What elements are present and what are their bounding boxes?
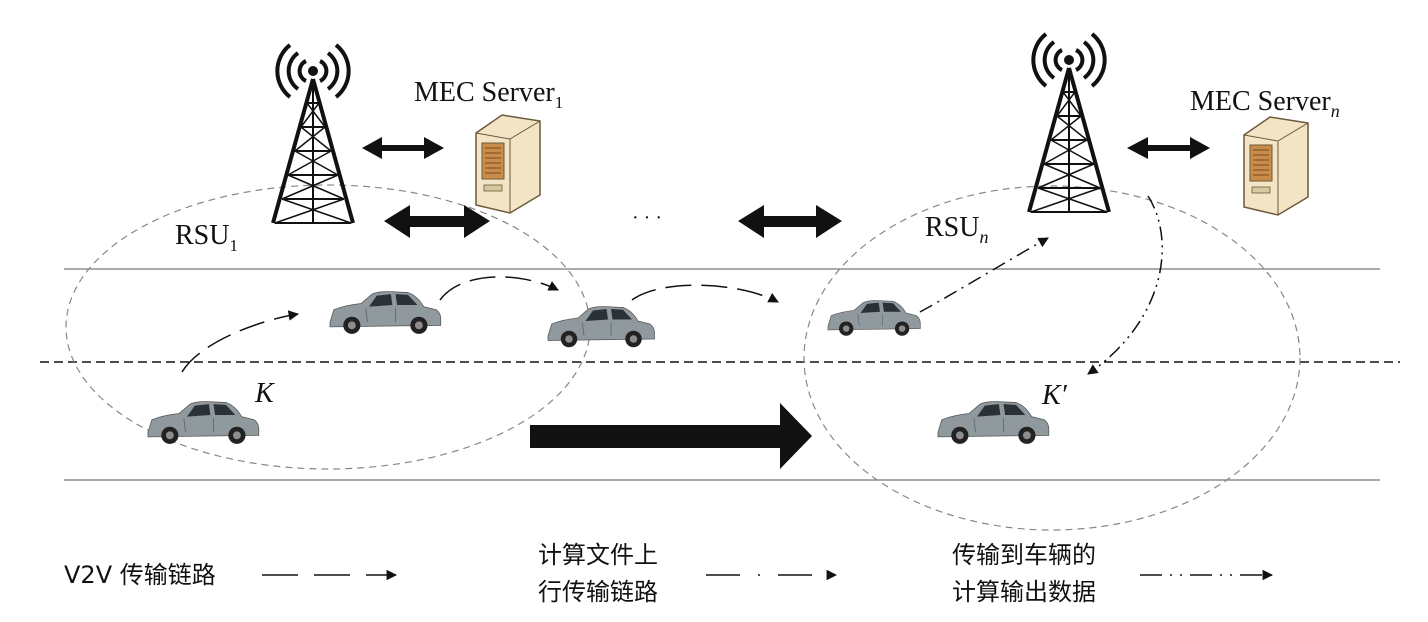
mec-server-n-icon: [1243, 116, 1309, 216]
rsu-ellipsis: · · ·: [632, 207, 662, 229]
rsu-backhaul-right-arrow: [738, 205, 842, 238]
output-to-vehicle: [1087, 195, 1163, 375]
legend-output-label-2: 计算输出数据: [952, 578, 1096, 606]
vehicle-k-prime: [937, 401, 1050, 445]
v2v-link-3: [631, 284, 779, 303]
rsu-1-mec-link-arrow: [362, 137, 444, 159]
rsu-n-mec-link-arrow: [1127, 137, 1210, 159]
legend-v2v-label: V2V 传输链路: [64, 561, 216, 589]
rsu-backhaul-left-arrow: [384, 205, 490, 238]
rsu-1-coverage: [65, 184, 591, 470]
legend-uplink-label-1: 计算文件上: [538, 541, 658, 569]
vehicle-relay-3: [827, 300, 921, 337]
vehicle-k-label: K: [254, 378, 275, 409]
legend: V2V 传输链路 计算文件上 行传输链路 传输到车辆的 计算输出数据: [64, 541, 1274, 606]
v2v-link-1: [181, 310, 300, 373]
vehicle-movement-arrow: [530, 403, 812, 469]
vehicle-k: [147, 401, 260, 445]
legend-output-label-1: 传输到车辆的: [952, 541, 1096, 569]
rsu-1-label: RSU1: [175, 220, 238, 255]
mec-server-n-label: MEC Servern: [1190, 86, 1340, 121]
legend-uplink-label-2: 行传输链路: [538, 578, 658, 606]
mec-server-1-label: MEC Server1: [414, 77, 563, 112]
vehicle-relay-2: [547, 306, 655, 348]
rsu-1-tower: [271, 43, 355, 225]
vehicle-k-prime-label: K′: [1041, 380, 1068, 411]
uplink-to-rsu-n: [919, 237, 1049, 313]
rsu-n-label: RSUn: [925, 212, 988, 247]
mec-server-1-icon: [475, 114, 541, 214]
v2v-link-2: [439, 276, 559, 301]
vehicle-relay-1: [329, 291, 442, 335]
rsu-n-coverage: [803, 185, 1301, 531]
rsu-n-tower: [1027, 32, 1111, 214]
